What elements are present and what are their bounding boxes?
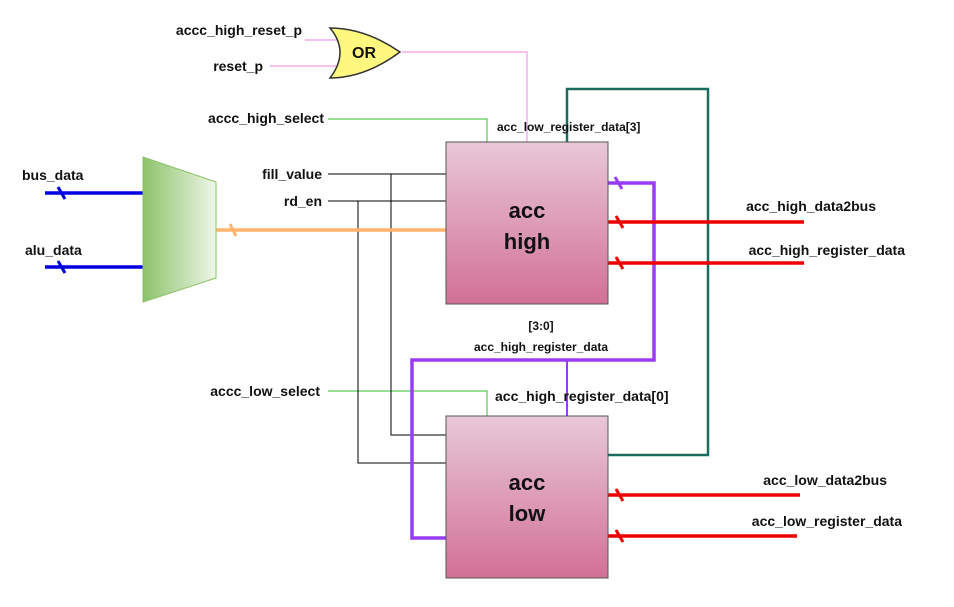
accc-high-select-wire (328, 118, 488, 142)
accc-low-select-wire (328, 390, 488, 416)
label-accc-low-select: accc_low_select (210, 383, 320, 399)
alu-data-wire (45, 260, 145, 274)
acc-low-block: acc low (445, 415, 609, 579)
label-fill-value: fill_value (262, 166, 322, 182)
acc-low-label-line1: acc (509, 470, 546, 495)
label-alu-data: alu_data (25, 242, 82, 258)
label-slice-name: acc_high_register_data (474, 340, 608, 354)
acc-high-register-data-wire (608, 256, 804, 270)
acc-low-label-line2: low (509, 501, 547, 526)
acc-high-block: acc high (445, 141, 609, 305)
or-output-wire (402, 51, 528, 142)
acc-low-data2bus-wire (608, 488, 800, 502)
mux-output-tick (228, 223, 238, 237)
acc-high-label-line2: high (504, 229, 550, 254)
acc-high-label-line1: acc (509, 198, 546, 223)
label-acc-high-data2bus: acc_high_data2bus (746, 198, 876, 214)
acc-low-register-data-3-wire (565, 87, 710, 457)
label-acc-low-register-data: acc_low_register_data (752, 513, 902, 529)
label-slice-range: [3:0] (528, 319, 553, 333)
label-acc-high-register-data-0: acc_high_register_data[0] (495, 388, 669, 404)
acc-high-register-data-slice-wire (410, 181, 656, 540)
or-gate: OR (328, 27, 402, 79)
label-acc-high-register-data: acc_high_register_data (749, 242, 906, 258)
mux (142, 156, 217, 303)
control-wires (328, 173, 446, 464)
acc-high-data2bus-wire (608, 215, 804, 229)
label-rd-en: rd_en (284, 193, 322, 209)
label-acc-low-register-data-3: acc_low_register_data[3] (497, 120, 640, 134)
acc-low-register-data-wire (608, 529, 797, 543)
or-gate-label: OR (352, 45, 376, 62)
label-bus-data: bus_data (22, 167, 84, 183)
label-reset-p: reset_p (213, 58, 263, 74)
or-input-wires (270, 39, 340, 67)
slice-tick (613, 176, 624, 190)
label-acc-low-data2bus: acc_low_data2bus (763, 472, 887, 488)
label-accc-high-select: accc_high_select (208, 110, 324, 126)
label-accc-high-reset-p: accc_high_reset_p (176, 22, 302, 38)
bus-data-wire (45, 186, 145, 200)
